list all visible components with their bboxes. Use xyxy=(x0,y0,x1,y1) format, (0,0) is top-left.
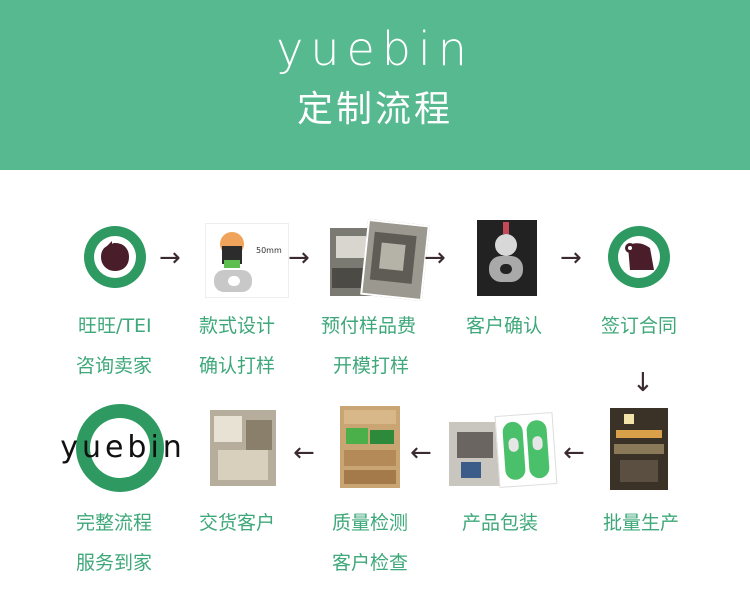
yuebin-logo-text: yuebin xyxy=(60,430,186,465)
mold-photo-2 xyxy=(360,218,430,302)
step-10-label-1: 完整流程 xyxy=(76,512,153,534)
step-3-label-2: 开模打样 xyxy=(333,355,410,377)
arrow-left-icon: ← xyxy=(293,438,315,468)
step-3-label-1: 预付样品费 xyxy=(321,315,417,337)
page-title: 定制流程 xyxy=(296,89,453,130)
step-6-label-1: 批量生产 xyxy=(603,512,680,534)
step-10-label-2: 服务到家 xyxy=(76,552,153,574)
brand-logo-text: yuebin xyxy=(276,22,474,76)
header-banner: yuebin 定制流程 xyxy=(0,0,750,170)
arrow-left-icon: ← xyxy=(410,438,432,468)
packaging-photo xyxy=(449,422,503,486)
arrow-right-icon: → xyxy=(424,243,446,273)
arrow-right-icon: → xyxy=(159,243,181,273)
arrow-right-icon: → xyxy=(560,243,582,273)
step-2-label-2: 确认打样 xyxy=(199,355,276,377)
step-9-label-1: 交货客户 xyxy=(199,512,276,534)
boxes-photo xyxy=(340,406,400,488)
sample-photo xyxy=(477,220,537,296)
design-photo: 50mm xyxy=(205,223,289,298)
step-8-label-2: 客户检查 xyxy=(332,552,409,574)
factory-photo xyxy=(610,408,668,490)
delivery-photo xyxy=(210,410,276,486)
step-1-label-1: 旺旺/TEI xyxy=(78,315,152,337)
step-7-label-1: 产品包装 xyxy=(462,512,539,534)
yuebin-logo-ring xyxy=(76,404,164,492)
arrow-left-icon: ← xyxy=(563,438,585,468)
step-8-label-1: 质量检测 xyxy=(332,512,409,534)
step-5-label-1: 签订合同 xyxy=(601,315,678,337)
contract-icon xyxy=(608,226,670,288)
chat-bubble-icon xyxy=(84,226,146,288)
packaging-photo-2 xyxy=(494,412,558,488)
arrow-right-icon: → xyxy=(288,243,310,273)
dimension-label: 50mm xyxy=(256,246,282,255)
arrow-down-icon: ↓ xyxy=(632,368,654,398)
step-4-label-1: 客户确认 xyxy=(466,315,543,337)
step-1-label-2: 咨询卖家 xyxy=(76,355,153,377)
step-2-label-1: 款式设计 xyxy=(199,315,276,337)
